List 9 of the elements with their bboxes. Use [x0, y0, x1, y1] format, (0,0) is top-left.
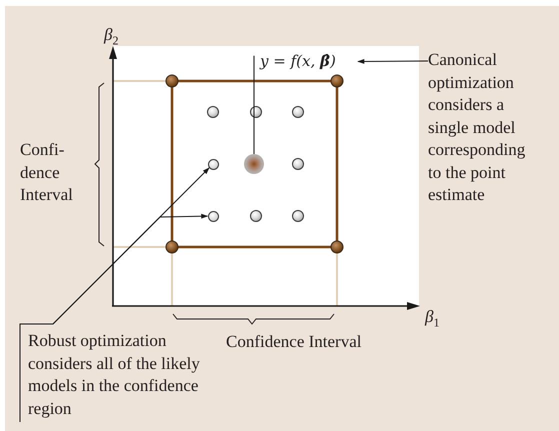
axis-label: β$_{1}$: [425, 306, 440, 332]
annotation-text: Canonical optimization considers a single model corresponding to the point estimate: [428, 49, 526, 206]
arrow: [20, 214, 208, 422]
interval-label: Confidence Interval: [226, 331, 362, 353]
equation: y = f(x, β̂): [260, 51, 337, 72]
interval-label: Confi- dence Interval: [20, 139, 74, 206]
arrow: [357, 59, 428, 64]
axis-label: β$_{2}$: [104, 24, 118, 50]
annotation-text: Robust optimization considers all of the likely models in the confidence region: [28, 330, 201, 420]
